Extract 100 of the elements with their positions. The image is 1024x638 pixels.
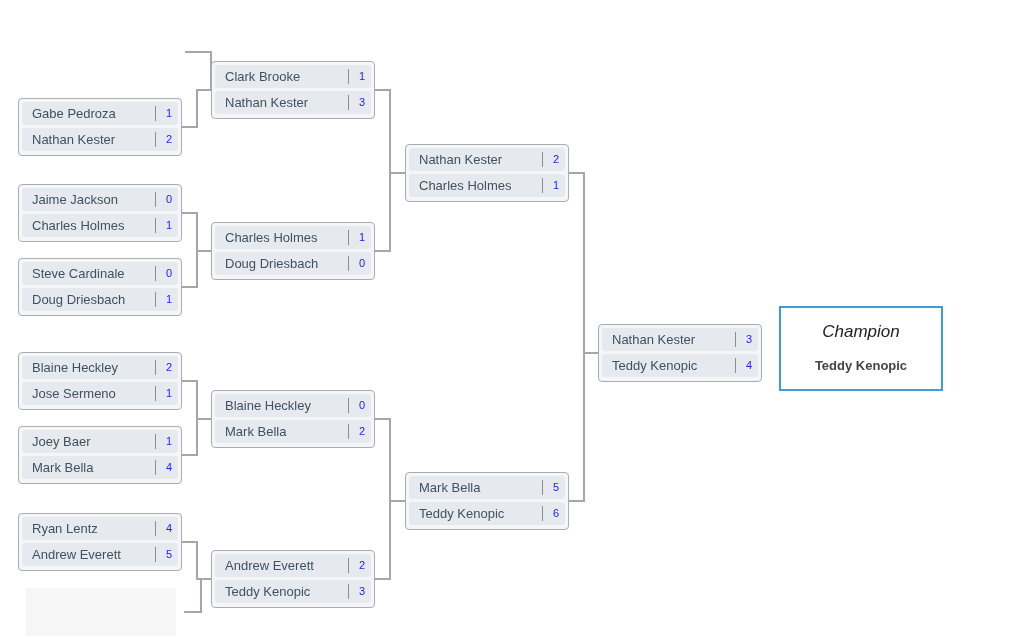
- player-name: Joey Baer: [32, 434, 91, 449]
- match-box: [18, 98, 182, 156]
- champion-heading: Champion: [822, 322, 900, 342]
- score: 3: [745, 333, 752, 346]
- score: 3: [358, 96, 365, 109]
- player-name: Mark Bella: [32, 460, 94, 475]
- champion-box: [779, 306, 943, 391]
- player-row: [602, 328, 758, 351]
- score: 5: [552, 481, 559, 494]
- match-box: [405, 144, 569, 202]
- match-box: [18, 258, 182, 316]
- score: 2: [165, 133, 172, 146]
- score: 1: [552, 179, 559, 192]
- score: 2: [165, 361, 172, 374]
- player-row: [22, 188, 178, 211]
- score: 0: [358, 399, 365, 412]
- player-row: [22, 430, 178, 453]
- score: 1: [165, 107, 172, 120]
- match-box: [18, 184, 182, 242]
- score: 2: [358, 559, 365, 572]
- score: 1: [165, 219, 172, 232]
- bracket-line: [374, 172, 406, 252]
- bracket-line: [183, 578, 212, 613]
- player-row: [22, 102, 178, 125]
- score: 1: [165, 387, 172, 400]
- match-box: [598, 324, 762, 382]
- bracket-line: [181, 418, 212, 456]
- player-name: Andrew Everett: [225, 558, 314, 573]
- score: 2: [552, 153, 559, 166]
- bracket-line: [181, 89, 212, 128]
- player-name: Teddy Kenopic: [419, 506, 505, 521]
- bracket-line: [181, 250, 212, 288]
- player-row: [22, 288, 178, 311]
- player-name: Charles Holmes: [32, 218, 125, 233]
- score: 0: [165, 267, 172, 280]
- player-name: Doug Driesbach: [32, 292, 126, 307]
- player-name: Gabe Pedroza: [32, 106, 116, 121]
- match-box: [18, 426, 182, 484]
- player-row: [215, 91, 371, 114]
- player-row: [22, 543, 178, 566]
- player-row: [22, 517, 178, 540]
- player-row: [215, 226, 371, 249]
- match-box: [211, 61, 375, 119]
- player-name: Blaine Heckley: [225, 398, 311, 413]
- score: 6: [552, 507, 559, 520]
- player-name: Teddy Kenopic: [612, 358, 698, 373]
- score: 3: [358, 585, 365, 598]
- player-name: Nathan Kester: [612, 332, 696, 347]
- player-row: [409, 502, 565, 525]
- match-box: [211, 390, 375, 448]
- score: 0: [358, 257, 365, 270]
- score: 5: [165, 548, 172, 561]
- score: 2: [358, 425, 365, 438]
- player-row: [22, 356, 178, 379]
- player-name: Nathan Kester: [32, 132, 116, 147]
- score: 1: [165, 435, 172, 448]
- player-row: [215, 580, 371, 603]
- player-name: Jaime Jackson: [32, 192, 118, 207]
- player-name: Blaine Heckley: [32, 360, 118, 375]
- player-name: Jose Sermeno: [32, 386, 116, 401]
- player-row: [215, 65, 371, 88]
- score: 4: [165, 461, 172, 474]
- bracket-line: [374, 500, 406, 580]
- score: 4: [745, 359, 752, 372]
- player-row: [215, 420, 371, 443]
- champion-name: Teddy Kenopic: [814, 358, 908, 373]
- player-row: [602, 354, 758, 377]
- player-name: Charles Holmes: [225, 230, 318, 245]
- player-row: [409, 476, 565, 499]
- player-name: Nathan Kester: [419, 152, 503, 167]
- score: 1: [358, 231, 365, 244]
- player-row: [22, 262, 178, 285]
- player-row: [22, 456, 178, 479]
- player-row: [215, 252, 371, 275]
- match-box: [18, 352, 182, 410]
- player-name: Mark Bella: [419, 480, 481, 495]
- player-name: Nathan Kester: [225, 95, 309, 110]
- player-name: Teddy Kenopic: [225, 584, 311, 599]
- player-row: [409, 174, 565, 197]
- player-name: Andrew Everett: [32, 547, 121, 562]
- match-box: [405, 472, 569, 530]
- match-box: [211, 222, 375, 280]
- score: 4: [165, 522, 172, 535]
- player-name: Mark Bella: [225, 424, 287, 439]
- player-row: [409, 148, 565, 171]
- player-name: Ryan Lentz: [32, 521, 98, 536]
- match-box: [211, 550, 375, 608]
- score: 1: [165, 293, 172, 306]
- bracket-line: [568, 352, 599, 502]
- player-row: [215, 394, 371, 417]
- player-name: Doug Driesbach: [225, 256, 319, 271]
- score: 0: [165, 193, 172, 206]
- player-row: [22, 214, 178, 237]
- player-row: [22, 382, 178, 405]
- player-row: [215, 554, 371, 577]
- player-name: Steve Cardinale: [32, 266, 125, 281]
- match-box: [18, 513, 182, 571]
- player-row: [22, 128, 178, 151]
- score: 1: [358, 70, 365, 83]
- player-name: Clark Brooke: [225, 69, 301, 84]
